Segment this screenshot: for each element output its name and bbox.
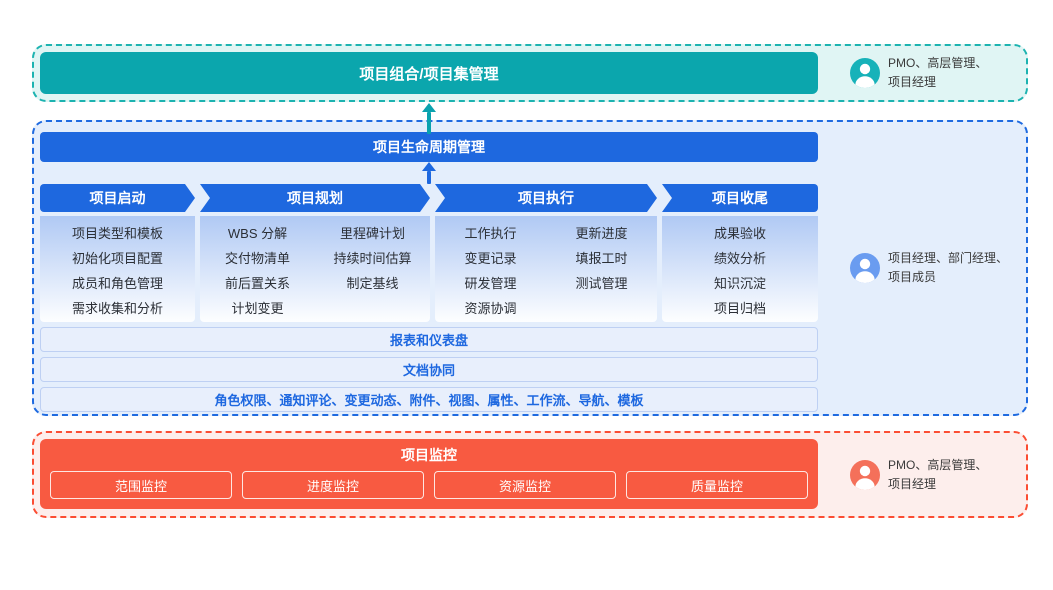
lifecycle-role-text: 项目经理、部门经理、 项目成员 bbox=[888, 249, 1008, 286]
portfolio-title-bar: 项目组合/项目集管理 bbox=[40, 52, 818, 94]
reports-dashboard-bar: 报表和仪表盘 bbox=[40, 327, 818, 352]
feature-item: 填报工时 bbox=[575, 251, 628, 266]
feature-item: 项目归档 bbox=[713, 301, 766, 316]
feature-item: 工作执行 bbox=[464, 226, 517, 241]
schedule-monitor-button: 进度监控 bbox=[242, 471, 424, 499]
feature-item: 变更记录 bbox=[464, 251, 517, 266]
scope-monitor-button: 范围监控 bbox=[50, 471, 232, 499]
role-line: 项目经理、部门经理、 bbox=[888, 251, 1009, 266]
stage-panel-closing: 成果验收 绩效分析 知识沉淀 项目归档 bbox=[662, 216, 818, 322]
role-line: 项目经理 bbox=[888, 75, 937, 89]
stage-panel-planning: WBS 分解 交付物清单 前后置关系 计划变更 里程碑计划 持续时间估算 制定基… bbox=[200, 216, 430, 322]
lifecycle-title-bar: 项目生命周期管理 bbox=[40, 132, 818, 162]
portfolio-role-group: PMO、高层管理、 项目经理 bbox=[850, 46, 1024, 100]
monitor-role-group: PMO、高层管理、 项目经理 bbox=[850, 433, 1024, 516]
lifecycle-content: 项目生命周期管理 项目启动 项目规划 项目执行 项目收尾 项目类型和模板 初始化… bbox=[40, 132, 818, 412]
feature-item: 交付物清单 bbox=[224, 251, 290, 266]
role-line: 项目经理 bbox=[888, 476, 937, 491]
stage-header-initiation: 项目启动 bbox=[40, 184, 195, 212]
feature-item: 成员和角色管理 bbox=[71, 276, 163, 291]
portfolio-section: 项目组合/项目集管理 PMO、高层管理、 项目经理 bbox=[32, 44, 1028, 102]
user-avatar-icon bbox=[850, 58, 880, 88]
stage-panel-row: 项目类型和模板 初始化项目配置 成员和角色管理 需求收集和分析 WBS 分解 交… bbox=[40, 216, 818, 322]
monitor-button-row: 范围监控 进度监控 资源监控 质量监控 bbox=[50, 471, 808, 499]
feature-item: 成果验收 bbox=[713, 226, 766, 241]
feature-item: 前后置关系 bbox=[224, 276, 290, 291]
feature-item: 初始化项目配置 bbox=[71, 251, 163, 266]
stage-header-closing: 项目收尾 bbox=[662, 184, 818, 212]
feature-item: 计划变更 bbox=[231, 301, 284, 316]
feature-item: 持续时间估算 bbox=[333, 251, 412, 266]
feature-item: 测试管理 bbox=[575, 276, 628, 291]
user-avatar-icon bbox=[850, 459, 880, 490]
feature-item: 需求收集和分析 bbox=[71, 301, 163, 316]
stage-header-planning: 项目规划 bbox=[200, 184, 430, 212]
arrow-row bbox=[40, 162, 818, 184]
feature-item: 资源协调 bbox=[464, 301, 517, 316]
user-avatar-icon bbox=[850, 253, 880, 283]
lifecycle-role-group: 项目经理、部门经理、 项目成员 bbox=[850, 122, 1024, 414]
portfolio-title: 项目组合/项目集管理 bbox=[359, 65, 499, 83]
role-line: 项目成员 bbox=[888, 270, 937, 284]
feature-item: 项目类型和模板 bbox=[71, 226, 163, 241]
monitor-role-text: PMO、高层管理、 项目经理 bbox=[888, 456, 987, 493]
platform-capabilities-bar: 角色权限、通知评论、变更动态、附件、视图、属性、工作流、导航、模板 bbox=[40, 387, 818, 412]
role-line: PMO、高层管理、 bbox=[888, 457, 988, 472]
up-arrow-to-lifecycle-icon bbox=[422, 162, 436, 184]
monitor-section: 项目监控 范围监控 进度监控 资源监控 质量监控 PMO、高层管理、 项目经理 bbox=[32, 431, 1028, 518]
quality-monitor-button: 质量监控 bbox=[626, 471, 808, 499]
stage-header-execution: 项目执行 bbox=[435, 184, 657, 212]
feature-item: 研发管理 bbox=[464, 276, 517, 291]
feature-item: 里程碑计划 bbox=[339, 226, 405, 241]
portfolio-role-text: PMO、高层管理、 项目经理 bbox=[888, 54, 987, 91]
document-collab-bar: 文档协同 bbox=[40, 357, 818, 382]
stage-panel-initiation: 项目类型和模板 初始化项目配置 成员和角色管理 需求收集和分析 bbox=[40, 216, 195, 322]
stage-panel-execution: 工作执行 变更记录 研发管理 资源协调 更新进度 填报工时 测试管理 bbox=[435, 216, 657, 322]
resource-monitor-button: 资源监控 bbox=[434, 471, 616, 499]
feature-item: 绩效分析 bbox=[713, 251, 766, 266]
feature-item: 制定基线 bbox=[346, 276, 399, 291]
monitor-block: 项目监控 范围监控 进度监控 资源监控 质量监控 bbox=[40, 439, 818, 509]
up-arrow-to-portfolio-icon bbox=[422, 103, 436, 134]
feature-item: WBS 分解 bbox=[227, 226, 288, 241]
lifecycle-title: 项目生命周期管理 bbox=[373, 139, 485, 155]
feature-item: 知识沉淀 bbox=[713, 276, 766, 291]
stage-header-row: 项目启动 项目规划 项目执行 项目收尾 bbox=[40, 184, 818, 212]
feature-item: 更新进度 bbox=[575, 226, 628, 241]
lifecycle-section: 项目生命周期管理 项目启动 项目规划 项目执行 项目收尾 项目类型和模板 初始化… bbox=[32, 120, 1028, 416]
role-line: PMO、高层管理、 bbox=[888, 56, 988, 71]
monitor-title: 项目监控 bbox=[401, 447, 457, 463]
